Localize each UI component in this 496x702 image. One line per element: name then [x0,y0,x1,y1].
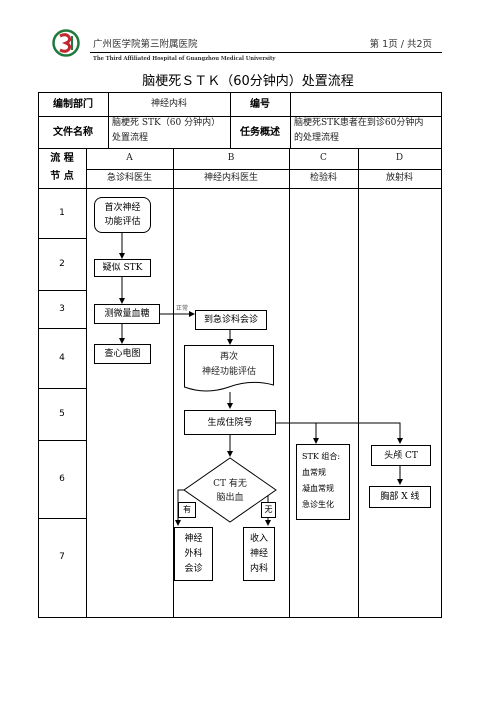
col-letter-c: C [320,153,327,163]
lab-item: 血常规 [302,468,326,477]
lab-combo-box: STK 组合: 血常规 凝血常规 急诊生化 [296,444,350,520]
summary-label: 任务概述 [240,126,280,138]
ecg-box: 查心电图 [94,344,151,364]
first-eval-line2: 功能评估 [104,217,141,227]
row-number: 4 [59,352,65,363]
glucose-box: 测微量血糖 [94,304,160,324]
neurosurg-line: 神经 [184,533,203,544]
node-header: 流 程 节 点 [38,148,86,188]
summary-value-line1: 脑梗死STK患者在到诊60分钟内 [294,118,424,128]
re-eval-text: 再次 神经功能评估 [184,348,274,382]
ct-question-line2: 脑出血 [216,493,244,503]
header-rule [90,52,442,53]
hospital-name-en: The Third Affiliated Hospital of Guangzh… [93,56,276,62]
ct-question: CT 有无 脑出血 [196,476,264,506]
hospital-name: 广州医学院第三附属医院 [93,39,198,50]
chest-xray-box: 胸部 X 线 [369,486,431,508]
lab-title: STK 组合: [302,452,341,461]
admit-neuro-line: 收入 [249,533,268,544]
summary-value: 脑梗死STK患者在到诊60分钟内 的处理流程 [290,116,441,148]
code-label: 编号 [250,98,270,110]
no-label: 无 [261,502,276,518]
lab-item: 急诊生化 [302,500,334,509]
col-name-d: 放射科 [385,173,413,183]
col-name-b: 神经内科医生 [203,173,258,183]
admit-neuro-line: 神经 [249,548,268,559]
file-value: 脑梗死 STK（60 分钟内） 处置流程 [108,116,230,148]
admission-box: 生成住院号 [184,410,276,435]
yes-label: 有 [178,502,196,518]
col-name-a: 急诊科医生 [106,173,152,183]
normal-label: 正常 [176,305,189,312]
row-number: 7 [59,551,65,562]
neurosurg-line: 会诊 [184,563,203,574]
row-number: 2 [59,258,65,269]
file-value-line2: 处置流程 [112,133,149,143]
re-eval-shape [184,345,274,392]
row-number: 1 [59,207,65,218]
file-value-line1: 脑梗死 STK（60 分钟内） [112,118,221,128]
neurosurg-line: 外科 [184,548,203,559]
first-eval-box: 首次神经 功能评估 [94,197,151,233]
admit-neuro-line: 内科 [249,563,268,574]
first-eval-line1: 首次神经 [104,203,141,213]
dept-label: 编制部门 [53,98,93,110]
col-name-c: 检验科 [309,173,337,183]
row-number: 5 [59,408,65,419]
dept-value: 神经内科 [150,98,187,109]
row-number: 6 [59,473,65,484]
consult-box: 到急诊科会诊 [195,310,267,330]
col-letter-b: B [227,153,235,163]
node-header-line1: 流 程 [50,153,74,164]
page-title: 脑梗死ＳＴＫ（60分钟内）处置流程 [142,74,354,89]
neurosurg-consult-box: 神经 外科 会诊 [174,527,213,581]
row-number: 3 [59,303,65,314]
summary-value-line2: 的处理流程 [294,133,340,143]
file-label: 文件名称 [53,126,93,138]
re-eval-line1: 再次 [219,352,238,362]
lab-item: 凝血常规 [302,484,334,493]
admit-neuro-box: 收入 神经 内科 [243,527,275,581]
col-letter-a: A [126,153,133,163]
head-ct-box: 头颅 CT [371,445,431,466]
hospital-logo [52,29,80,57]
re-eval-line2: 神经功能评估 [201,367,256,377]
node-header-line2: 节 点 [50,171,74,182]
decision-diamond [183,457,277,523]
col-letter-d: D [395,153,404,163]
page-info: 第 1页 / 共2页 [369,39,432,50]
ct-question-line1: CT 有无 [213,479,247,489]
suspect-stk-box: 疑似 STK [94,259,151,277]
